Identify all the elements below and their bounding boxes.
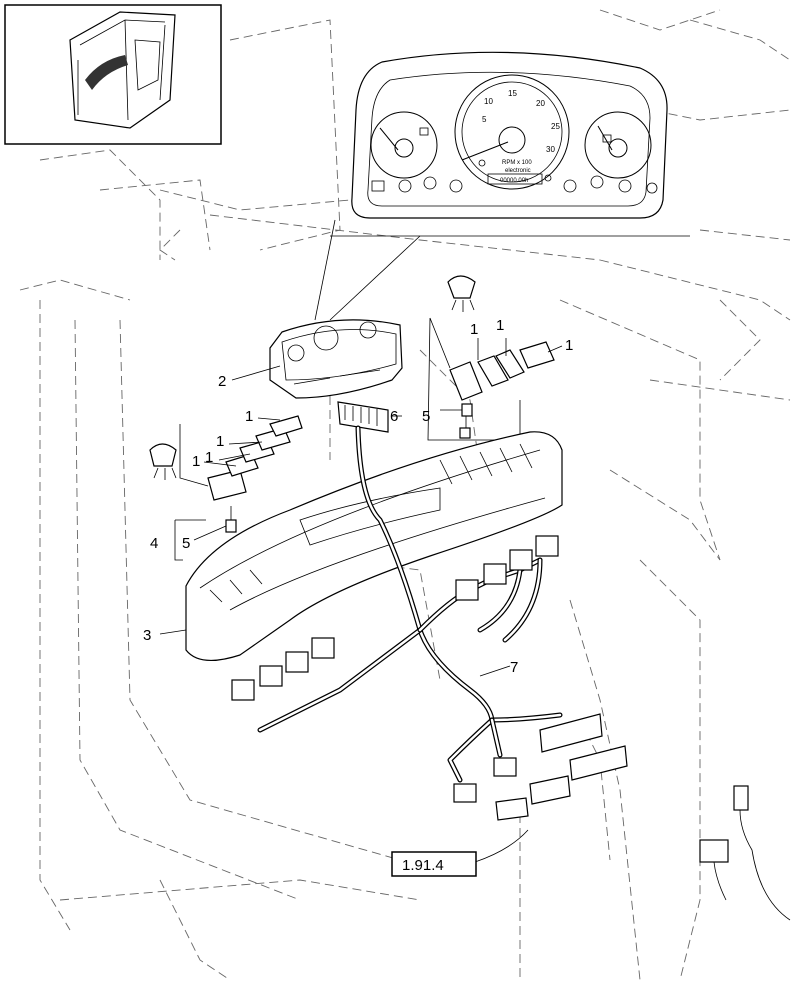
callout-1b: 1 <box>496 317 504 334</box>
lamp-icon-right <box>447 275 476 312</box>
gauge-unit-label: RPM x 100 <box>502 160 532 166</box>
dashboard-housing <box>185 431 563 661</box>
connector-6 <box>337 401 389 433</box>
callout-5a: 5 <box>182 535 190 552</box>
callout-1d: 1 <box>245 408 253 425</box>
gauge-tick-10: 10 <box>484 97 493 106</box>
callout-2: 2 <box>218 373 226 390</box>
reference-number: 1.91.4 <box>402 857 444 874</box>
callout-1g: 1 <box>192 453 200 470</box>
detail-leader-right <box>329 235 421 321</box>
gauge-tick-20: 20 <box>536 99 545 108</box>
gauge-tick-25: 25 <box>551 122 560 131</box>
callout-1e: 1 <box>216 433 224 450</box>
switch-group-right <box>427 317 555 441</box>
callout-1c: 1 <box>565 337 573 354</box>
gauge-tick-15: 15 <box>508 89 517 98</box>
callout-leaders <box>159 338 563 863</box>
cab-frame-background <box>19 9 791 981</box>
warning-light-row <box>371 175 658 194</box>
reference-link-box[interactable]: 1.91.4 <box>391 851 477 877</box>
odometer-readout: 00000.00h <box>500 178 528 184</box>
callout-1f: 1 <box>205 449 213 466</box>
switch-group-left <box>179 415 303 533</box>
callout-1a: 1 <box>470 321 478 338</box>
lamp-icon-left <box>149 443 177 480</box>
callout-4: 4 <box>150 535 158 552</box>
detail-leader-left <box>314 219 336 321</box>
callout-7: 7 <box>510 659 518 676</box>
callout-6: 6 <box>390 408 398 425</box>
gauge-unit-sublabel: electronic <box>505 168 531 174</box>
callout-3: 3 <box>143 627 151 644</box>
harness-connectors <box>231 535 791 921</box>
cab-thumbnail <box>4 4 222 145</box>
instrument-panel-detail: 5 10 15 20 25 30 RPM x 100 electronic 00… <box>351 51 668 219</box>
callout-5b: 5 <box>422 408 430 425</box>
gauge-tick-30: 30 <box>546 145 555 154</box>
gauge-tick-5: 5 <box>482 115 487 124</box>
instrument-cluster <box>269 319 403 399</box>
